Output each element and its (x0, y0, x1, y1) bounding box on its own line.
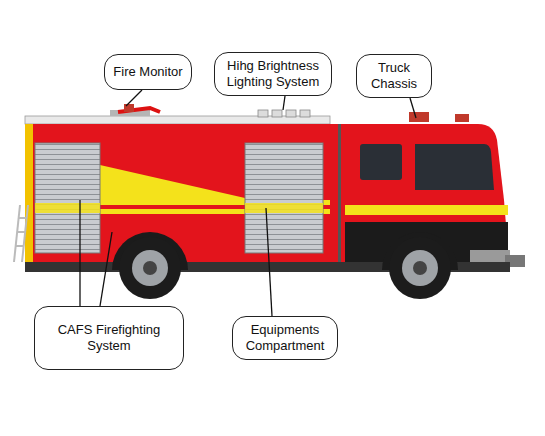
callout-bubble: Hihg Brightness Lighting System (214, 52, 332, 96)
callout-bubble: Truck Chassis (356, 54, 432, 98)
callout-label: Hihg Brightness Lighting System (223, 58, 323, 90)
callout-label: Truck Chassis (365, 60, 423, 92)
callout-label: Fire Monitor (113, 64, 183, 80)
callout-bubble: Equipments Compartment (232, 316, 338, 360)
callout-bubble: Fire Monitor (104, 54, 192, 90)
callout-label: Equipments Compartment (241, 322, 329, 354)
callout-label: CAFS Firefighting System (43, 322, 175, 354)
callout-bubble: CAFS Firefighting System (34, 306, 184, 370)
